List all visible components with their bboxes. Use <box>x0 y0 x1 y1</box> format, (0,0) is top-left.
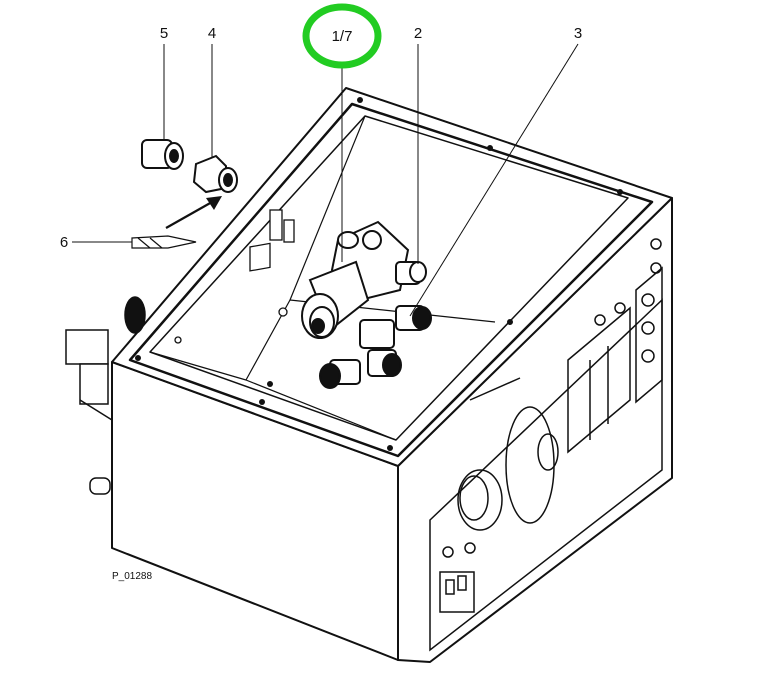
front-panel-details <box>429 238 663 652</box>
assembly-arrow <box>165 196 222 229</box>
part-6-pin <box>131 235 197 249</box>
inner-wall-components <box>174 209 295 344</box>
callout-1-7: 1/7 <box>332 28 353 45</box>
leader-lines <box>72 43 579 317</box>
part-5-fitting <box>141 139 184 170</box>
callout-4: 4 <box>208 25 216 42</box>
valve-block <box>301 220 432 389</box>
callout-5: 5 <box>160 25 168 42</box>
corner-screws <box>135 97 623 451</box>
highlight-circle <box>302 3 382 69</box>
callout-6: 6 <box>60 234 68 251</box>
callout-2: 2 <box>414 25 422 42</box>
left-side-fittings <box>65 296 146 495</box>
part-4-fitting <box>192 154 238 194</box>
callout-3: 3 <box>574 25 582 42</box>
figure-code: P_01288 <box>112 571 152 582</box>
